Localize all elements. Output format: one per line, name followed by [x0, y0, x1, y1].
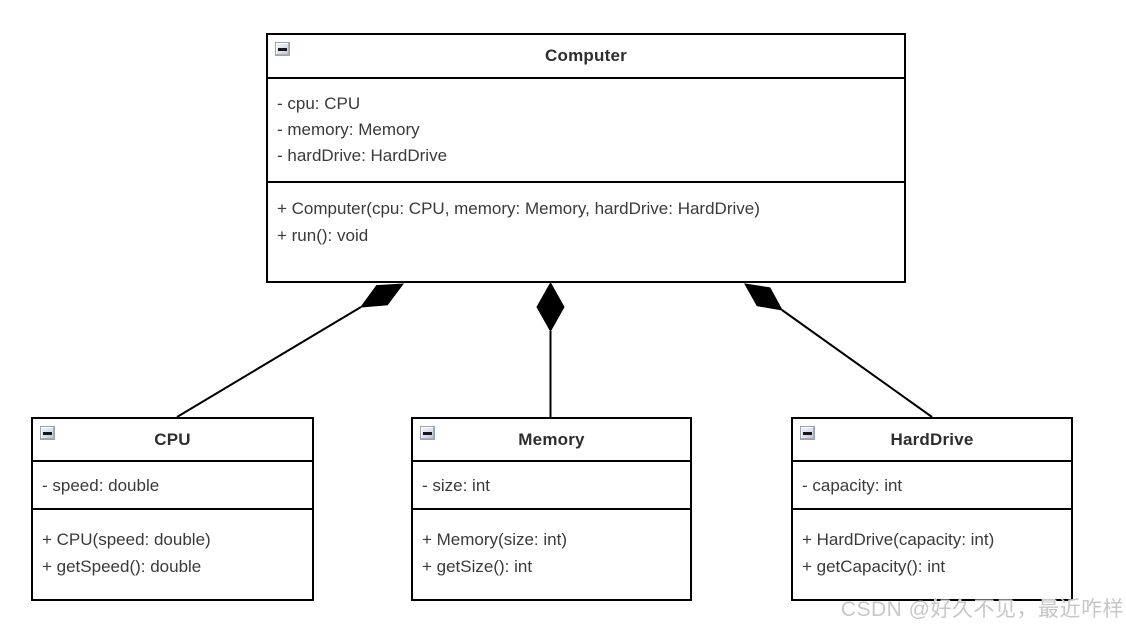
composition-diamond-icon [536, 281, 565, 333]
attribute-row: - memory: Memory [277, 120, 420, 139]
minus-icon [803, 431, 812, 435]
collapse-icon[interactable] [40, 426, 55, 440]
class-cpu-methods: + CPU(speed: double) + getSpeed(): doubl… [33, 510, 312, 599]
minus-icon [423, 431, 432, 435]
class-harddrive-attributes: - capacity: int [793, 462, 1071, 510]
composition-diamond-icon [744, 283, 783, 311]
class-harddrive-header: HardDrive [793, 419, 1071, 462]
class-title: Memory [518, 429, 585, 449]
class-cpu-header: CPU [33, 419, 312, 462]
method-row: + Computer(cpu: CPU, memory: Memory, har… [277, 199, 760, 218]
method-row: + CPU(speed: double) [42, 530, 211, 549]
class-title: HardDrive [890, 429, 974, 449]
composition-link-computer-harddrive[interactable] [744, 283, 933, 418]
attribute-row: - speed: double [42, 476, 160, 495]
method-row: + HardDrive(capacity: int) [802, 530, 995, 549]
class-memory-methods: + Memory(size: int) + getSize(): int [413, 510, 690, 599]
class-computer-methods: + Computer(cpu: CPU, memory: Memory, har… [268, 183, 904, 281]
method-row: + Memory(size: int) [422, 530, 567, 549]
class-computer-header: Computer [268, 35, 904, 79]
attribute-row: - hardDrive: HardDrive [277, 146, 448, 165]
class-memory[interactable]: Memory - size: int + Memory(size: int) +… [411, 417, 692, 601]
class-computer[interactable]: Computer - cpu: CPU - memory: Memory - h… [266, 33, 906, 283]
composition-link-computer-memory[interactable] [536, 281, 565, 417]
method-row: + getSize(): int [422, 557, 533, 576]
collapse-icon[interactable] [420, 426, 435, 440]
method-row: + getCapacity(): int [802, 557, 946, 576]
class-memory-attributes: - size: int [413, 462, 690, 510]
csdn-watermark: CSDN @好久不见，最近咋样 [840, 598, 1124, 621]
class-cpu[interactable]: CPU - speed: double + CPU(speed: double)… [31, 417, 314, 601]
collapse-icon[interactable] [800, 426, 815, 440]
attribute-row: - size: int [422, 476, 491, 495]
class-harddrive-methods: + HardDrive(capacity: int) + getCapacity… [793, 510, 1071, 599]
class-memory-header: Memory [413, 419, 690, 462]
minus-icon [278, 47, 287, 51]
class-cpu-attributes: - speed: double [33, 462, 312, 510]
class-computer-attributes: - cpu: CPU - memory: Memory - hardDrive:… [268, 79, 904, 183]
attribute-row: - capacity: int [802, 476, 903, 495]
attribute-row: - cpu: CPU [277, 94, 361, 113]
composition-diamond-icon [359, 283, 405, 308]
minus-icon [43, 431, 52, 435]
class-title: Computer [545, 46, 627, 65]
composition-link-computer-cpu[interactable] [176, 283, 405, 418]
method-row: + getSpeed(): double [42, 557, 202, 576]
method-row: + run(): void [277, 226, 369, 245]
class-title: CPU [154, 429, 191, 449]
collapse-icon[interactable] [275, 42, 290, 56]
class-harddrive[interactable]: HardDrive - capacity: int + HardDrive(ca… [791, 417, 1073, 601]
